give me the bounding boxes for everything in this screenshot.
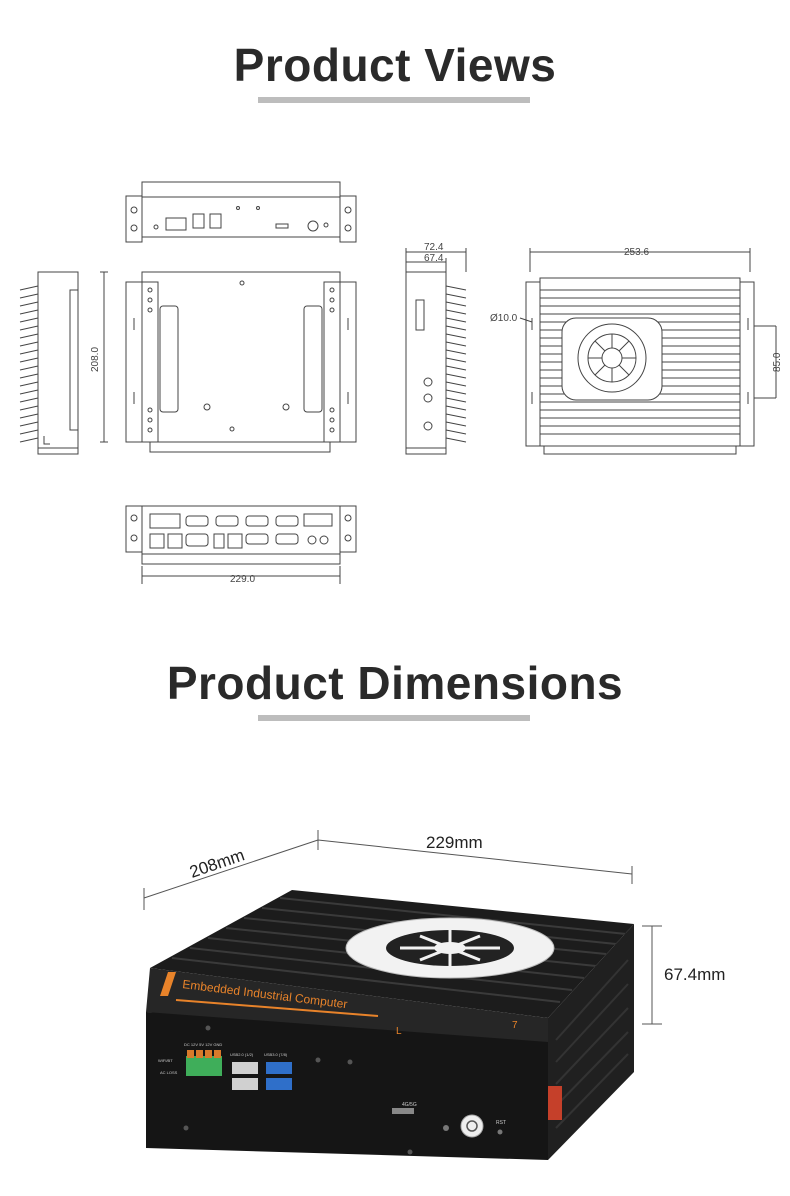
rear-panel-drawing: [125, 181, 357, 243]
front-panel-drawing: [125, 505, 357, 584]
left-side-drawing: [19, 271, 79, 455]
dim-208: 208.0: [90, 347, 101, 372]
ac-loss-label: AC LOSS: [160, 1070, 178, 1075]
usb3-port-label: USB3.0 (7/8): [264, 1052, 288, 1057]
product-views-underline: [258, 97, 530, 103]
power-port-label: DC 12V 5V 12V GND: [184, 1042, 222, 1047]
depth-label: 208mm: [187, 845, 247, 881]
dim-229: 229.0: [230, 574, 255, 585]
rst-label: RST: [496, 1120, 506, 1126]
case-mark-a: L: [396, 1026, 402, 1037]
product-dimensions-underline: [258, 715, 530, 721]
product-views-title: Product Views: [233, 39, 557, 91]
top-view-drawing: [519, 248, 777, 455]
sim-label: 4G/5G: [402, 1102, 417, 1108]
dim-67-4: 67.4: [424, 253, 444, 264]
product-render: [143, 830, 662, 1160]
height-label: 67.4mm: [664, 965, 725, 984]
right-side-drawing: [405, 248, 467, 455]
dim-85: 85.0: [772, 352, 783, 372]
dim-72-4: 72.4: [424, 242, 444, 253]
product-dimensions-title: Product Dimensions: [166, 657, 624, 709]
width-label: 229mm: [426, 833, 483, 852]
plan-view-drawing: [100, 271, 357, 453]
dim-hole: Ø10.0: [490, 313, 518, 324]
case-mark-b: 7: [512, 1020, 518, 1031]
dim-253-6: 253.6: [624, 247, 649, 258]
wifi-label: WIFI/BT: [158, 1058, 173, 1063]
usb2-port-label: USB2.0 (1/2): [230, 1052, 254, 1057]
